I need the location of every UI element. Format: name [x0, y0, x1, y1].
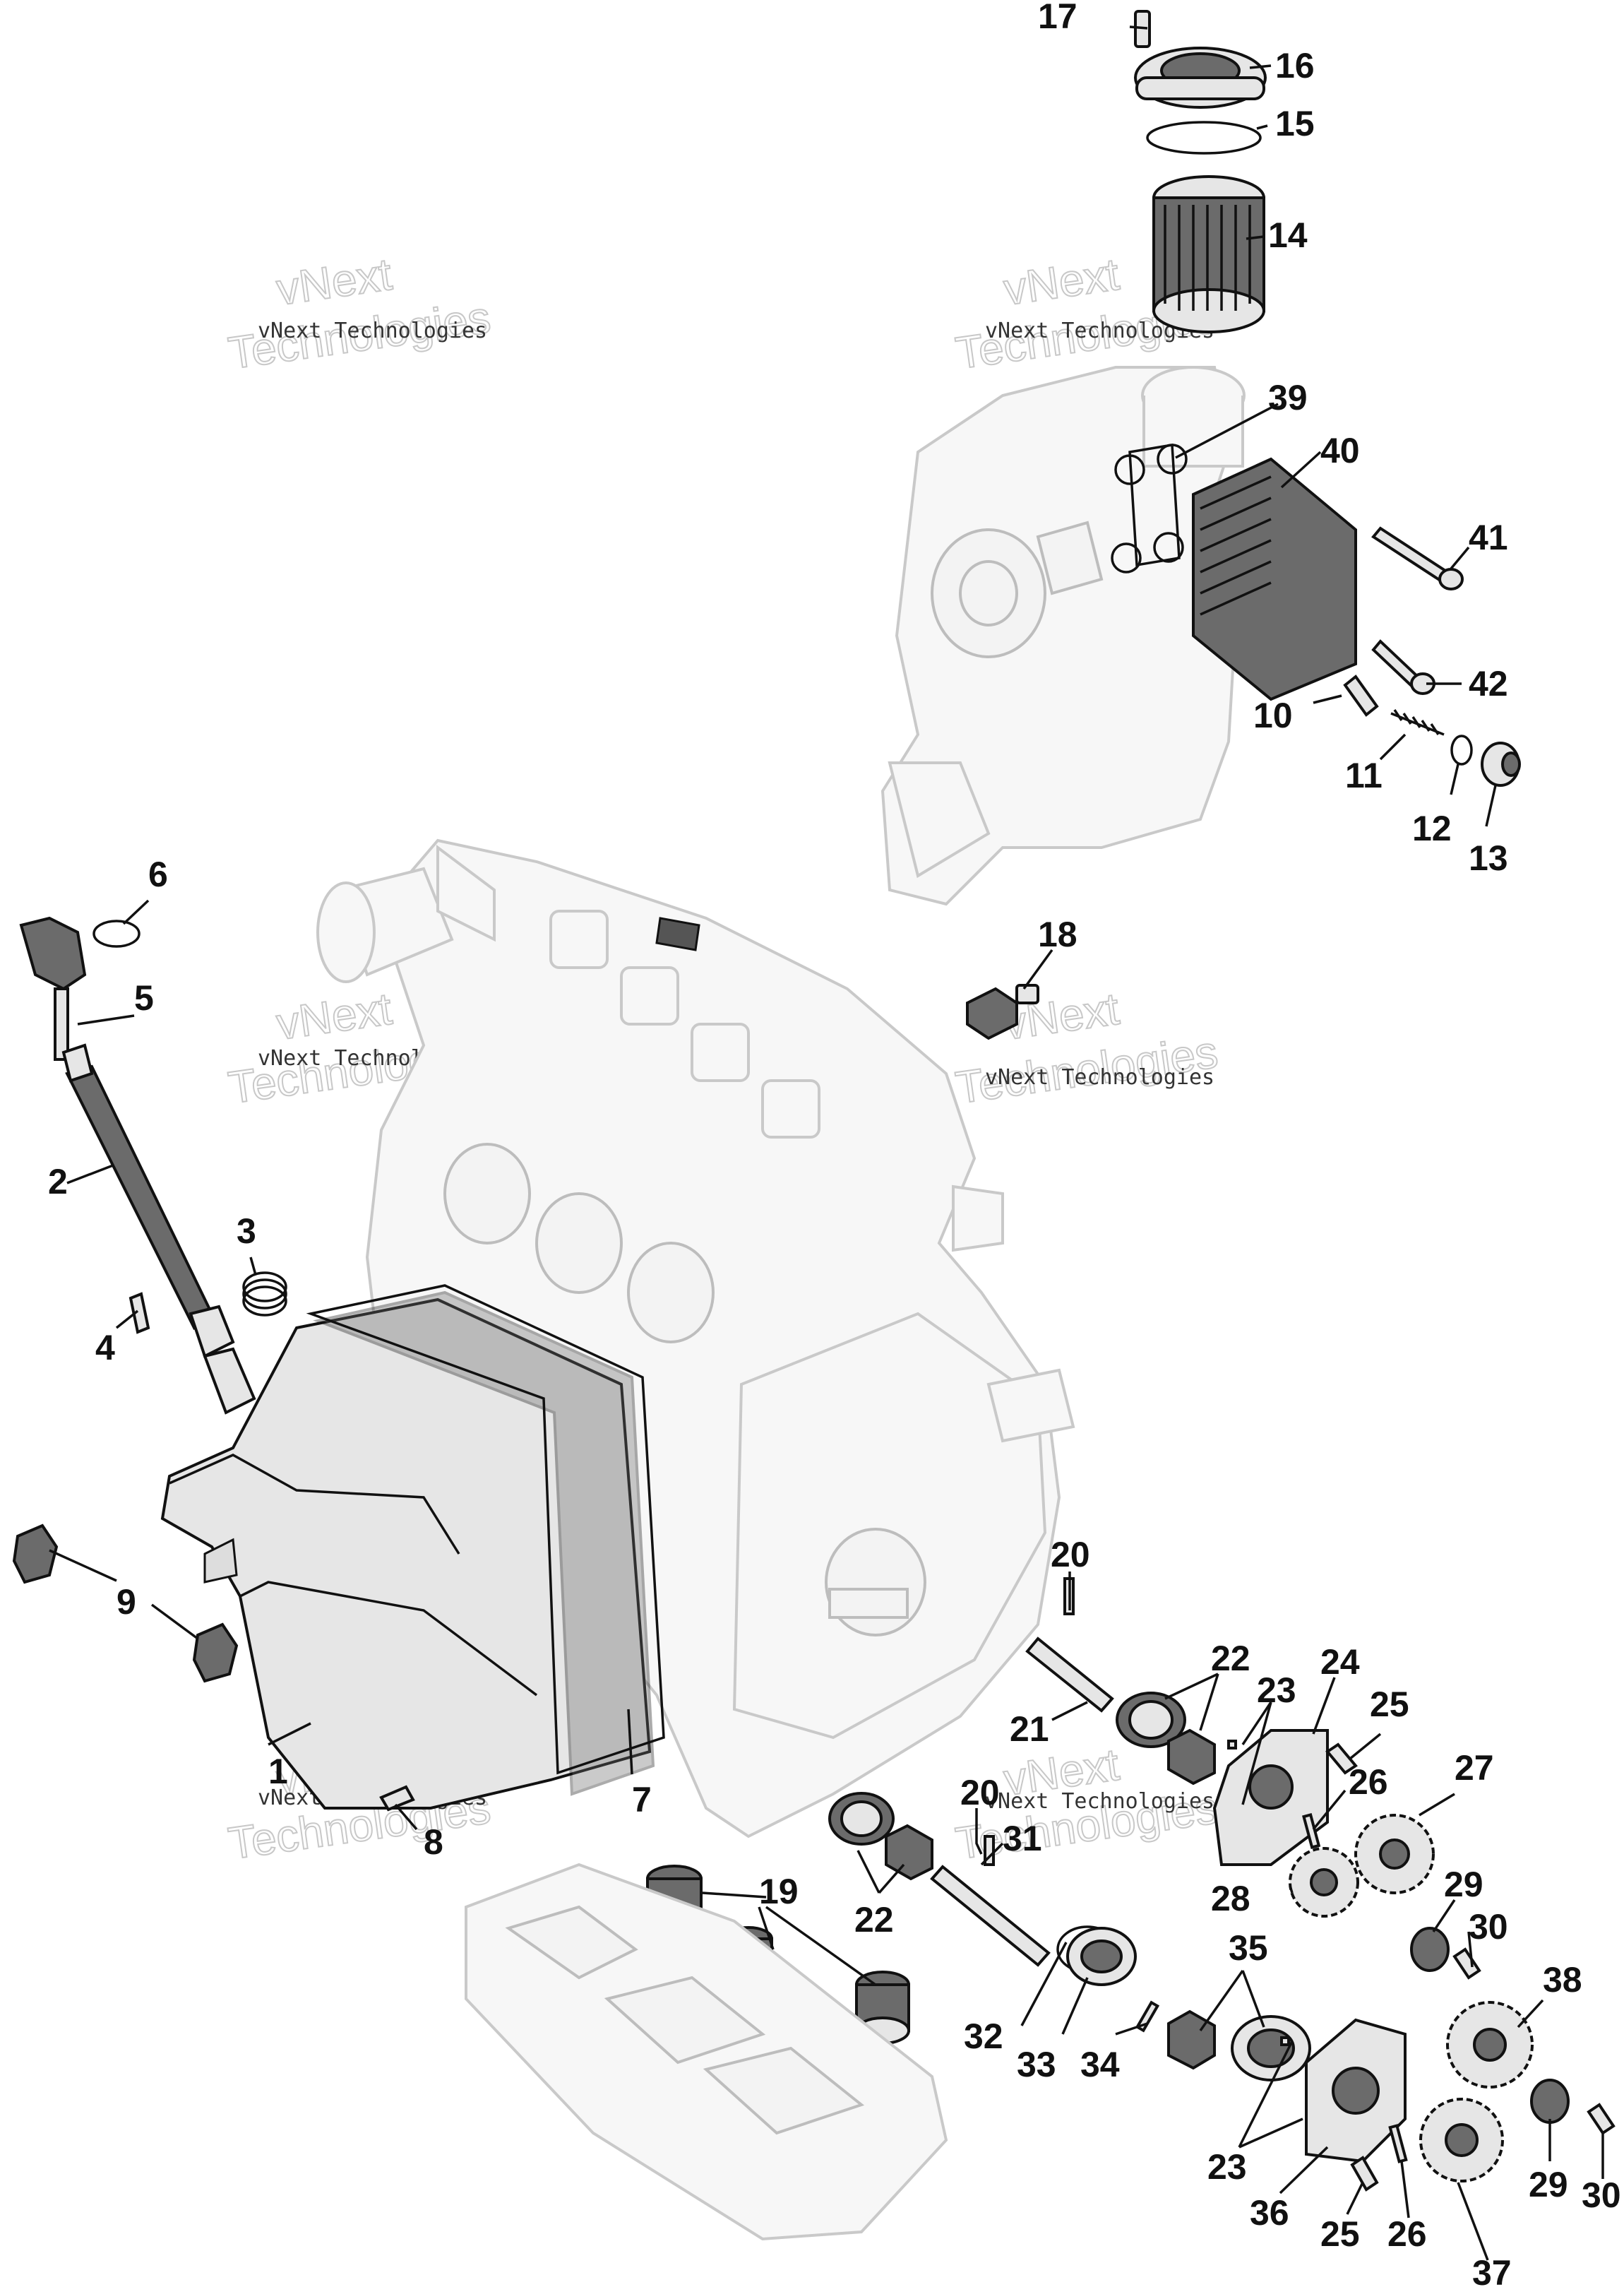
filter-cap-16 [1134, 47, 1267, 109]
oil-pressure-sensor-18 [966, 984, 1039, 1040]
callout-20-lower: 20 [960, 1773, 1000, 1812]
watermark-text: vNext Technologies [258, 319, 487, 343]
callout-36: 36 [1250, 2193, 1289, 2233]
oil-cooler-icon [1192, 457, 1357, 701]
callout-6: 6 [148, 855, 168, 894]
leader-lines [49, 25, 1604, 2261]
callout-30-lower: 30 [1582, 2175, 1621, 2215]
callout-4: 4 [95, 1328, 115, 1367]
oil-pump-icon [828, 1692, 1407, 2163]
callout-14: 14 [1268, 215, 1308, 255]
callout-8: 8 [424, 1822, 443, 1862]
callout-22-lower: 22 [854, 1900, 894, 1940]
watermark-mid-right: vNext Technologies [952, 982, 1222, 1114]
bolt-30 [1452, 1947, 1616, 2135]
oil-pan-icon [160, 1290, 655, 1810]
pin-26 [1302, 1813, 1408, 2163]
callout-3: 3 [237, 1211, 256, 1251]
callout-22-upper: 22 [1211, 1639, 1250, 1678]
washer-12 [1450, 735, 1473, 766]
callout-23-upper: 23 [1257, 1670, 1296, 1710]
callout-20-upper: 20 [1051, 1535, 1090, 1574]
watermark-small: vNext [273, 249, 395, 315]
o-ring-6 [92, 920, 141, 948]
callout-25-upper: 25 [1370, 1685, 1409, 1724]
callout-labels: 17 16 15 14 39 40 41 42 10 11 12 13 18 6… [48, 0, 1621, 2287]
callout-17: 17 [1038, 0, 1077, 36]
callout-1: 1 [268, 1752, 288, 1791]
callout-21: 21 [1010, 1709, 1049, 1749]
callout-18: 18 [1038, 915, 1077, 954]
spring-clip-3 [242, 1271, 287, 1317]
oil-pan-gasket [306, 1284, 665, 1775]
callout-31: 31 [1003, 1819, 1042, 1858]
callout-27: 27 [1455, 1748, 1494, 1788]
watermark-top-left: vNext Technologies [225, 248, 494, 379]
callout-16: 16 [1275, 46, 1315, 85]
callout-23-lower: 23 [1207, 2147, 1247, 2187]
callout-38: 38 [1543, 1960, 1582, 2000]
watermark-small: vNext [1001, 249, 1122, 315]
spring-11 [1390, 709, 1445, 736]
washer-29 [1410, 1927, 1570, 2124]
bolt-4 [129, 1292, 150, 1334]
callout-29-upper: 29 [1444, 1865, 1483, 1904]
watermark-small: vNext [273, 983, 395, 1050]
callout-10: 10 [1253, 696, 1293, 735]
engine-block-icon [316, 838, 1075, 1838]
callout-34: 34 [1080, 2045, 1120, 2084]
callout-5: 5 [134, 978, 154, 1018]
callout-13: 13 [1469, 838, 1508, 878]
callout-39: 39 [1268, 378, 1308, 417]
callout-19: 19 [759, 1872, 799, 1911]
oil-filter-icon [1152, 175, 1265, 333]
callout-30-upper: 30 [1469, 1907, 1508, 1947]
callout-25-lower: 25 [1320, 2214, 1360, 2254]
callout-12: 12 [1412, 809, 1452, 848]
watermark-text: vNext Technologies [985, 1065, 1214, 1090]
gear-icon [1289, 1814, 1534, 2182]
callout-29-lower: 29 [1529, 2165, 1568, 2204]
callout-15: 15 [1275, 104, 1315, 143]
drain-plug-9 [12, 1523, 239, 1683]
callout-35: 35 [1229, 1928, 1268, 1968]
callout-32: 32 [964, 2016, 1003, 2056]
shaft-21 [1025, 1636, 1114, 1713]
callout-40: 40 [1320, 431, 1360, 470]
valve-piston-10 [1343, 675, 1379, 717]
watermark-text: vNext Technologies [985, 1789, 1214, 1814]
callout-26-lower: 26 [1387, 2214, 1427, 2254]
callout-24: 24 [1320, 1642, 1360, 1682]
bolt-8 [379, 1785, 415, 1812]
dowel-23 [1227, 1740, 1290, 2046]
callout-2: 2 [48, 1162, 68, 1201]
oil-filter-housing [880, 366, 1246, 906]
oil-pump-housing [465, 1863, 948, 2241]
callout-9: 9 [117, 1582, 136, 1622]
plug-13 [1481, 742, 1521, 787]
callout-28: 28 [1211, 1879, 1250, 1918]
bolt-25 [1325, 1742, 1379, 2192]
dipstick-icon [19, 916, 256, 1415]
callout-11: 11 [1345, 756, 1383, 795]
callout-7: 7 [632, 1780, 652, 1819]
gasket-39 [1111, 443, 1188, 574]
o-ring-15 [1146, 121, 1262, 155]
callout-26-upper: 26 [1349, 1762, 1388, 1802]
callout-42: 42 [1469, 664, 1508, 703]
callout-33: 33 [1017, 2045, 1056, 2084]
bolt-41 [1371, 526, 1464, 590]
bolt-42 [1371, 639, 1435, 695]
callout-41: 41 [1469, 518, 1508, 557]
callout-37: 37 [1472, 2253, 1512, 2287]
